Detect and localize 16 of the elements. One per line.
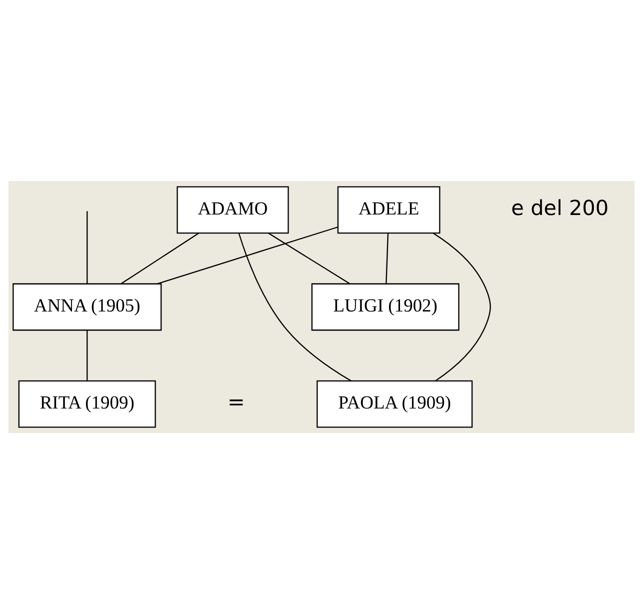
label: e del 200 — [511, 195, 609, 220]
connector — [157, 226, 338, 284]
connector — [86, 210, 88, 283]
node-box: PAOLA (1909) — [316, 380, 473, 428]
node-box: ADAMO — [176, 186, 289, 234]
node-box: LUIGI (1902) — [311, 282, 460, 330]
connector — [268, 232, 350, 284]
node-box: RITA (1909) — [18, 380, 156, 428]
connector — [238, 232, 352, 381]
connector — [433, 232, 491, 381]
node-box: ANNA (1905) — [12, 282, 162, 330]
label: = — [228, 390, 245, 414]
connector — [86, 330, 88, 380]
connector — [120, 232, 200, 284]
node-box: ADELE — [337, 186, 440, 234]
connector — [386, 232, 389, 284]
